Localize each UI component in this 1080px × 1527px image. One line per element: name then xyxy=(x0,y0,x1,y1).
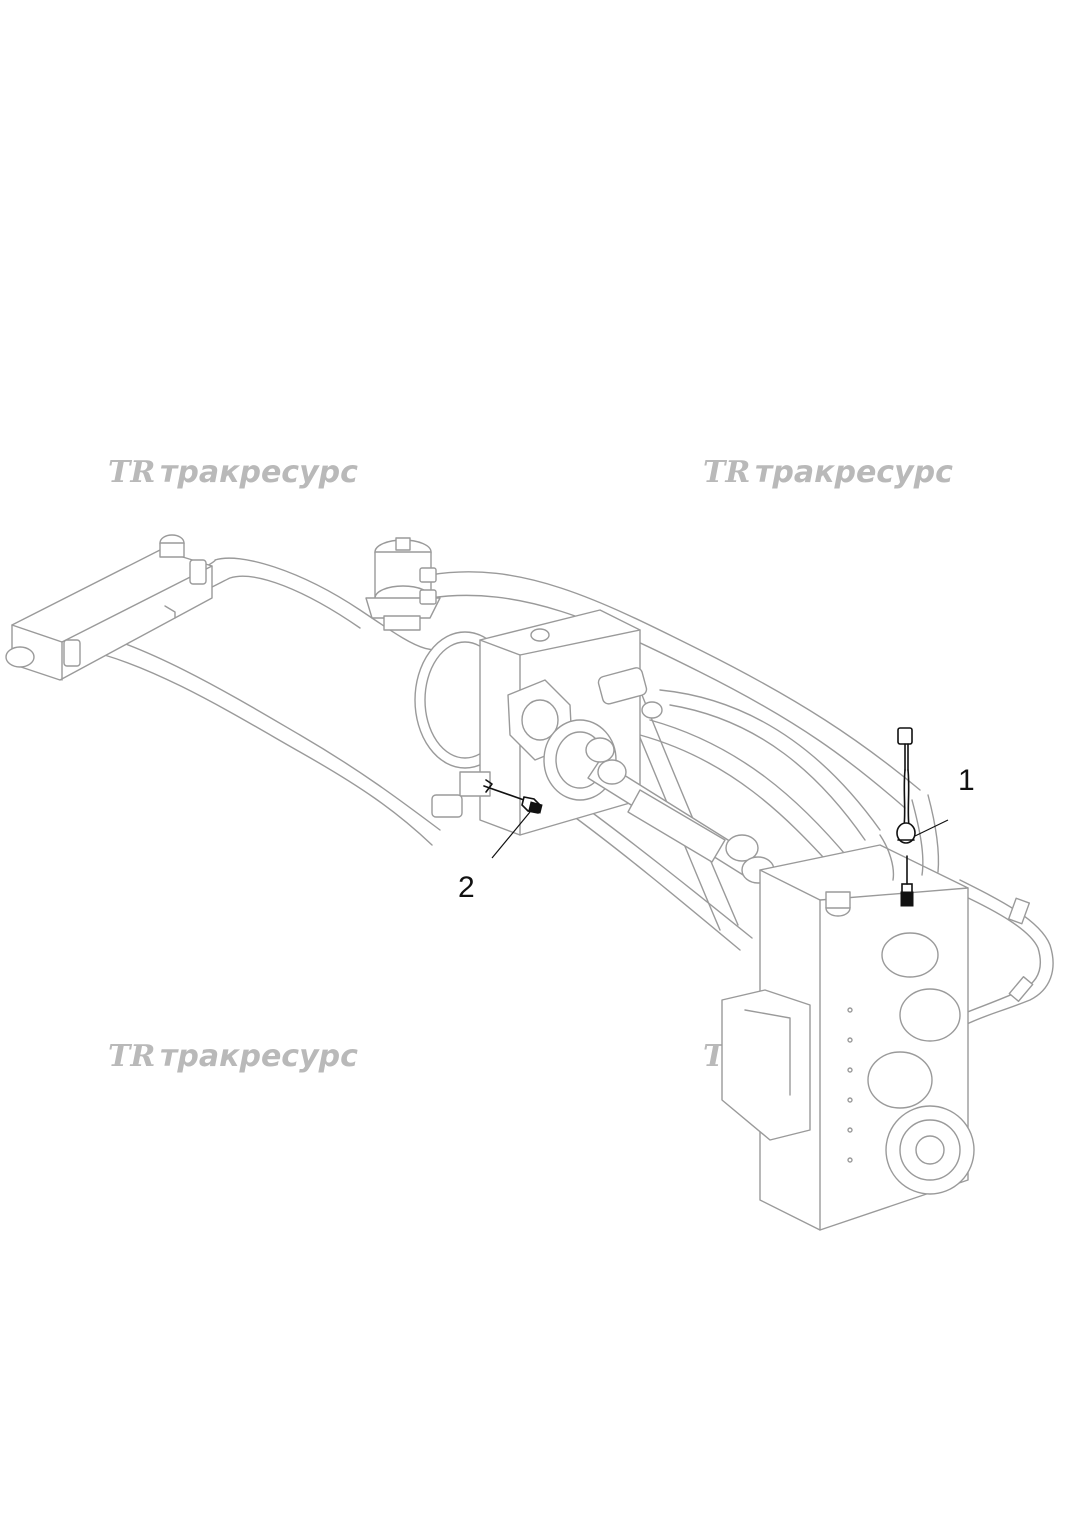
callout-2-leader xyxy=(491,811,531,859)
watermark-logo: TR xyxy=(703,455,750,490)
sensor-1 xyxy=(896,727,916,907)
callout-1-label: 1 xyxy=(958,764,975,797)
transfer-gearbox xyxy=(721,794,975,1231)
drive-shaft xyxy=(585,737,775,884)
watermark-logo: TR xyxy=(108,1039,155,1074)
watermark-top-right: TR тракресурс xyxy=(703,455,953,490)
callout-2-label: 2 xyxy=(458,871,475,904)
watermark-bottom-left: TR тракресурс xyxy=(108,1039,358,1074)
watermark-text: тракресурс xyxy=(160,455,358,490)
watermark-text: тракресурс xyxy=(160,1039,358,1074)
watermark-logo: TR xyxy=(108,455,155,490)
sensor-2 xyxy=(483,779,543,814)
manifold-block xyxy=(5,534,213,681)
watermark-top-left: TR тракресурс xyxy=(108,455,358,490)
hose-assembly xyxy=(69,557,1054,1026)
callout-1-leader xyxy=(914,819,949,837)
watermark-text: тракресурс xyxy=(755,455,953,490)
filter-unit xyxy=(365,537,441,631)
